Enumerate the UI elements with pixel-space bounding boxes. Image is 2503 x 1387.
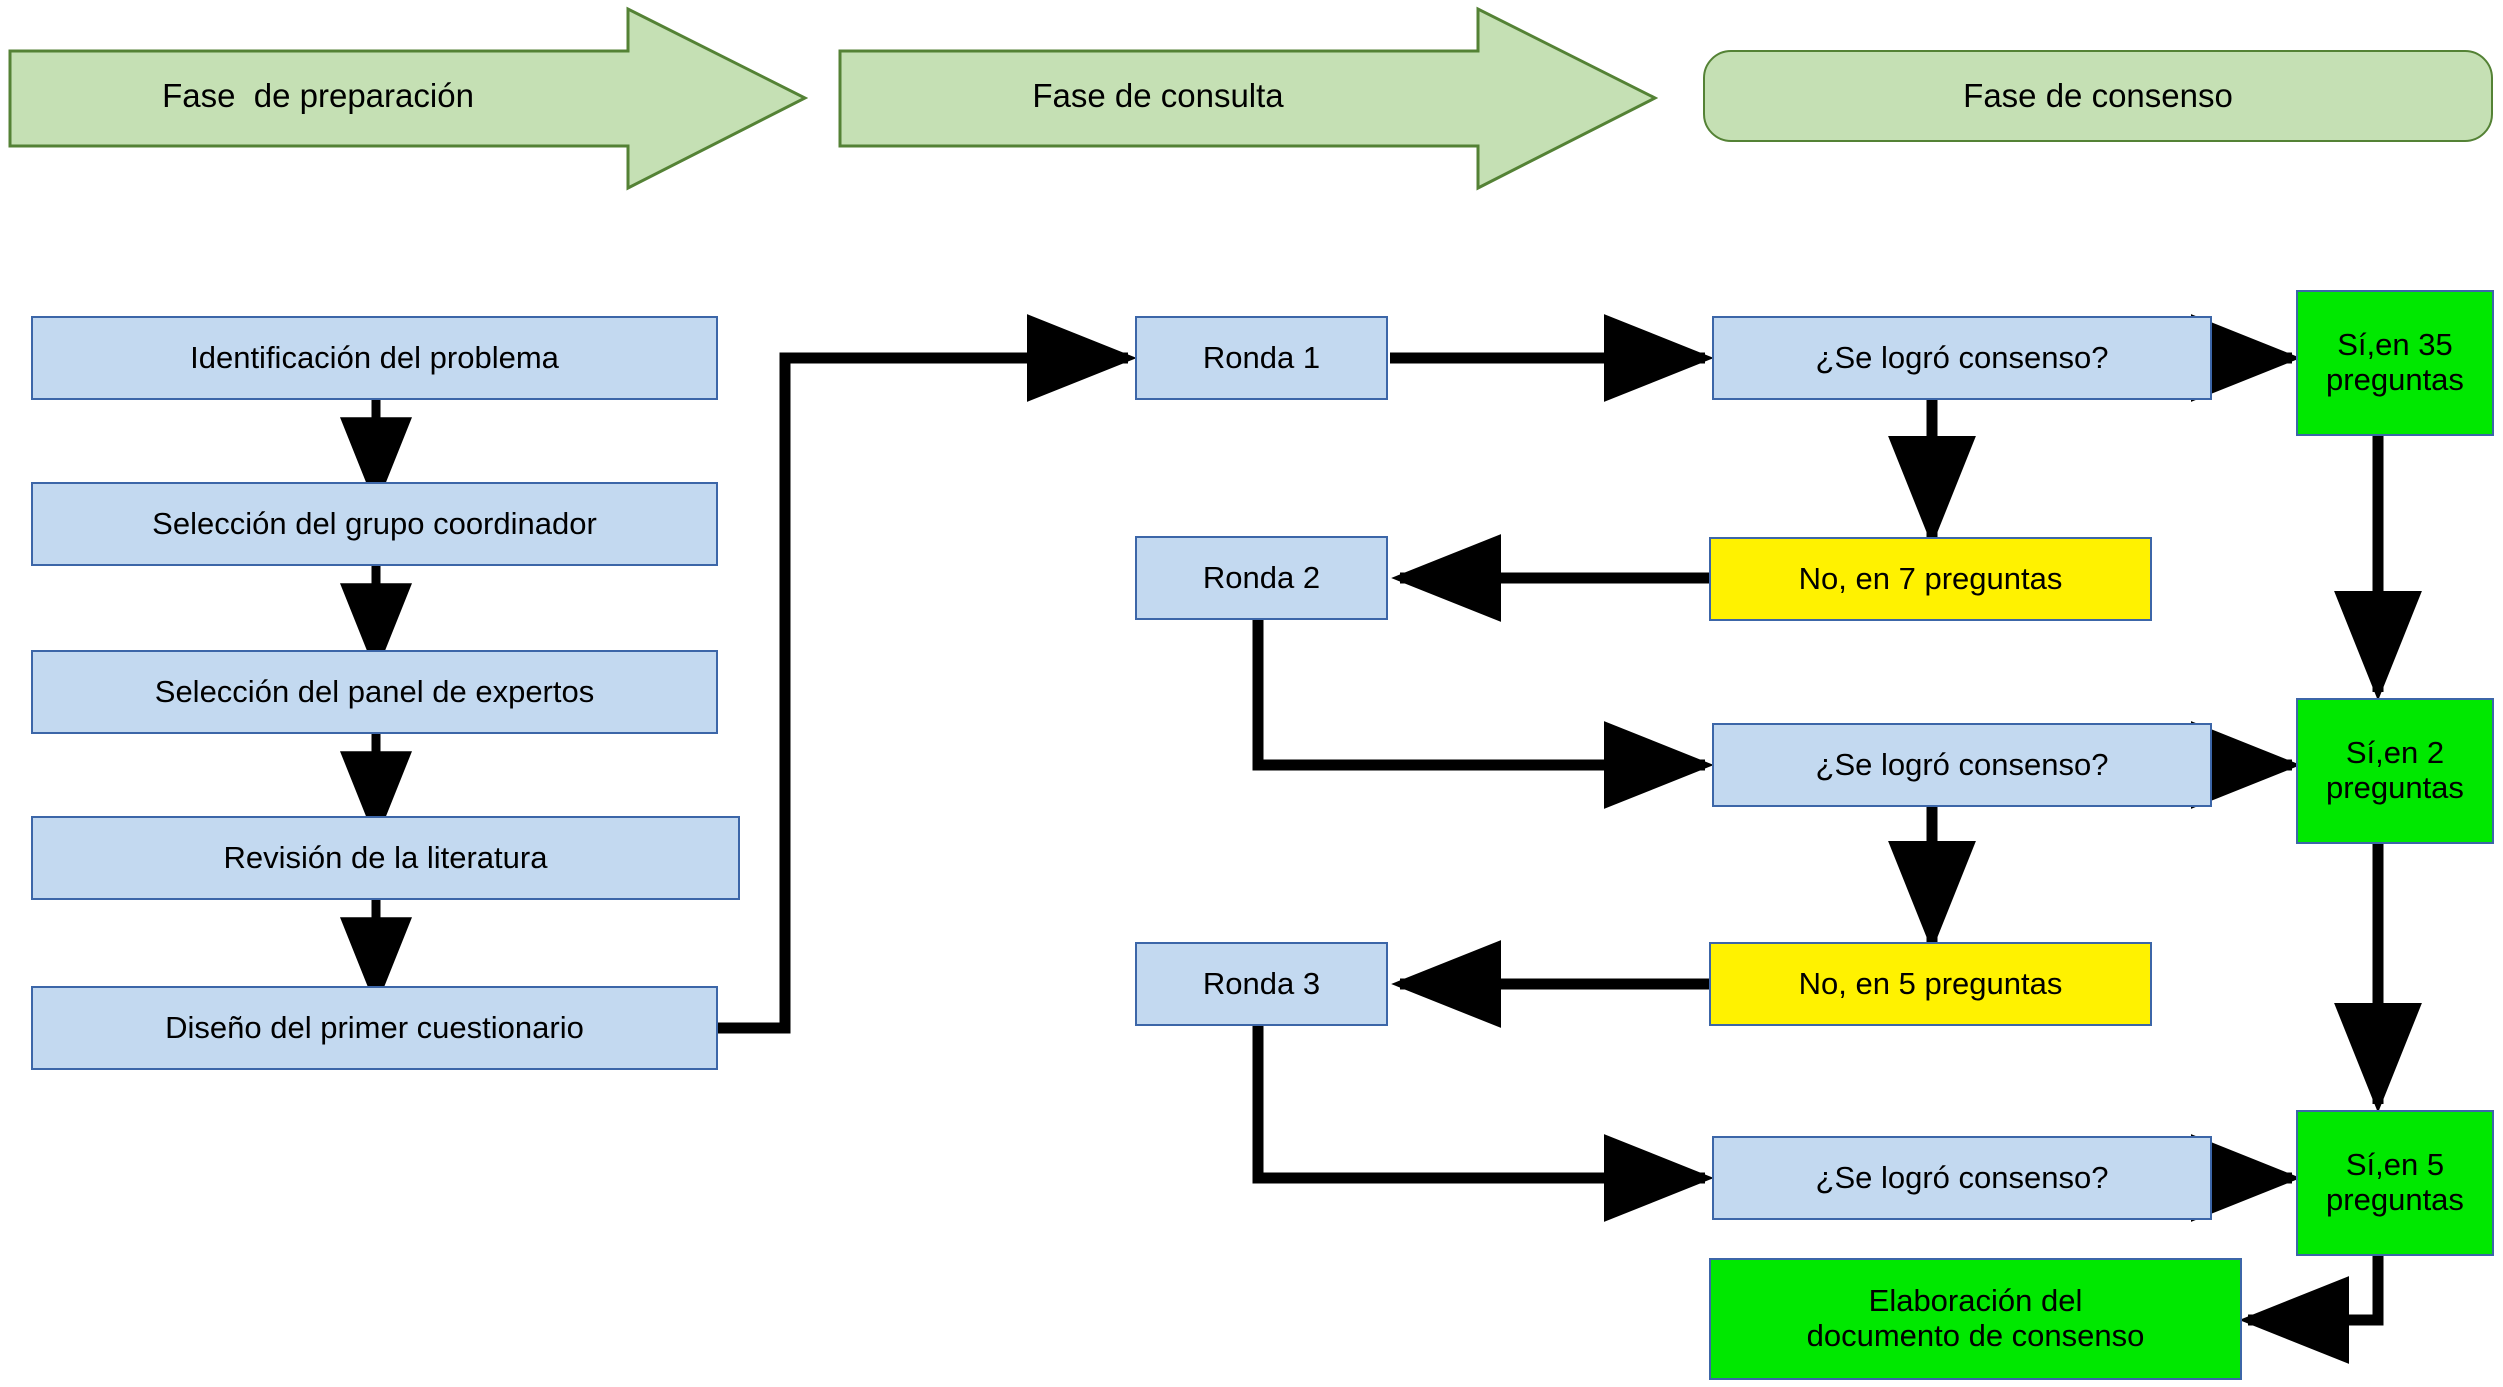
node-ronda-2[interactable]: Ronda 2 bbox=[1135, 536, 1388, 620]
phase-banner-consulta bbox=[838, 6, 1658, 191]
node-seleccion-panel-expertos[interactable]: Selección del panel de expertos bbox=[31, 650, 718, 734]
node-revision-literatura[interactable]: Revisión de la literatura bbox=[31, 816, 740, 900]
node-seleccion-grupo-coordinador[interactable]: Selección del grupo coordinador bbox=[31, 482, 718, 566]
node-no-5-preguntas[interactable]: No, en 5 preguntas bbox=[1709, 942, 2152, 1026]
node-decision-consenso-3[interactable]: ¿Se logró consenso? bbox=[1712, 1136, 2212, 1220]
arrow-ronda3-to-decision3 bbox=[1252, 1026, 1714, 1222]
node-no-7-preguntas[interactable]: No, en 7 preguntas bbox=[1709, 537, 2152, 621]
node-identificacion-del-problema[interactable]: Identificación del problema bbox=[31, 316, 718, 400]
node-si-2-preguntas[interactable]: Sí,en 2 preguntas bbox=[2296, 698, 2494, 844]
node-decision-consenso-2[interactable]: ¿Se logró consenso? bbox=[1712, 723, 2212, 807]
node-diseno-primer-cuestionario[interactable]: Diseño del primer cuestionario bbox=[31, 986, 718, 1070]
arrow-cuestionario-to-ronda1 bbox=[718, 314, 1137, 1034]
node-elaboracion-documento-consenso[interactable]: Elaboración del documento de consenso bbox=[1709, 1258, 2242, 1380]
arrow-si5-to-elaboracion bbox=[2239, 1252, 2384, 1364]
arrow-ronda2-to-decision2 bbox=[1252, 620, 1714, 809]
node-si-35-preguntas[interactable]: Sí,en 35 preguntas bbox=[2296, 290, 2494, 436]
node-ronda-3[interactable]: Ronda 3 bbox=[1135, 942, 1388, 1026]
node-decision-consenso-1[interactable]: ¿Se logró consenso? bbox=[1712, 316, 2212, 400]
phase-banner-consenso bbox=[1703, 50, 2493, 142]
phase-banner-preparacion bbox=[8, 6, 808, 191]
node-si-5-preguntas[interactable]: Sí,en 5 preguntas bbox=[2296, 1110, 2494, 1256]
node-ronda-1[interactable]: Ronda 1 bbox=[1135, 316, 1388, 400]
